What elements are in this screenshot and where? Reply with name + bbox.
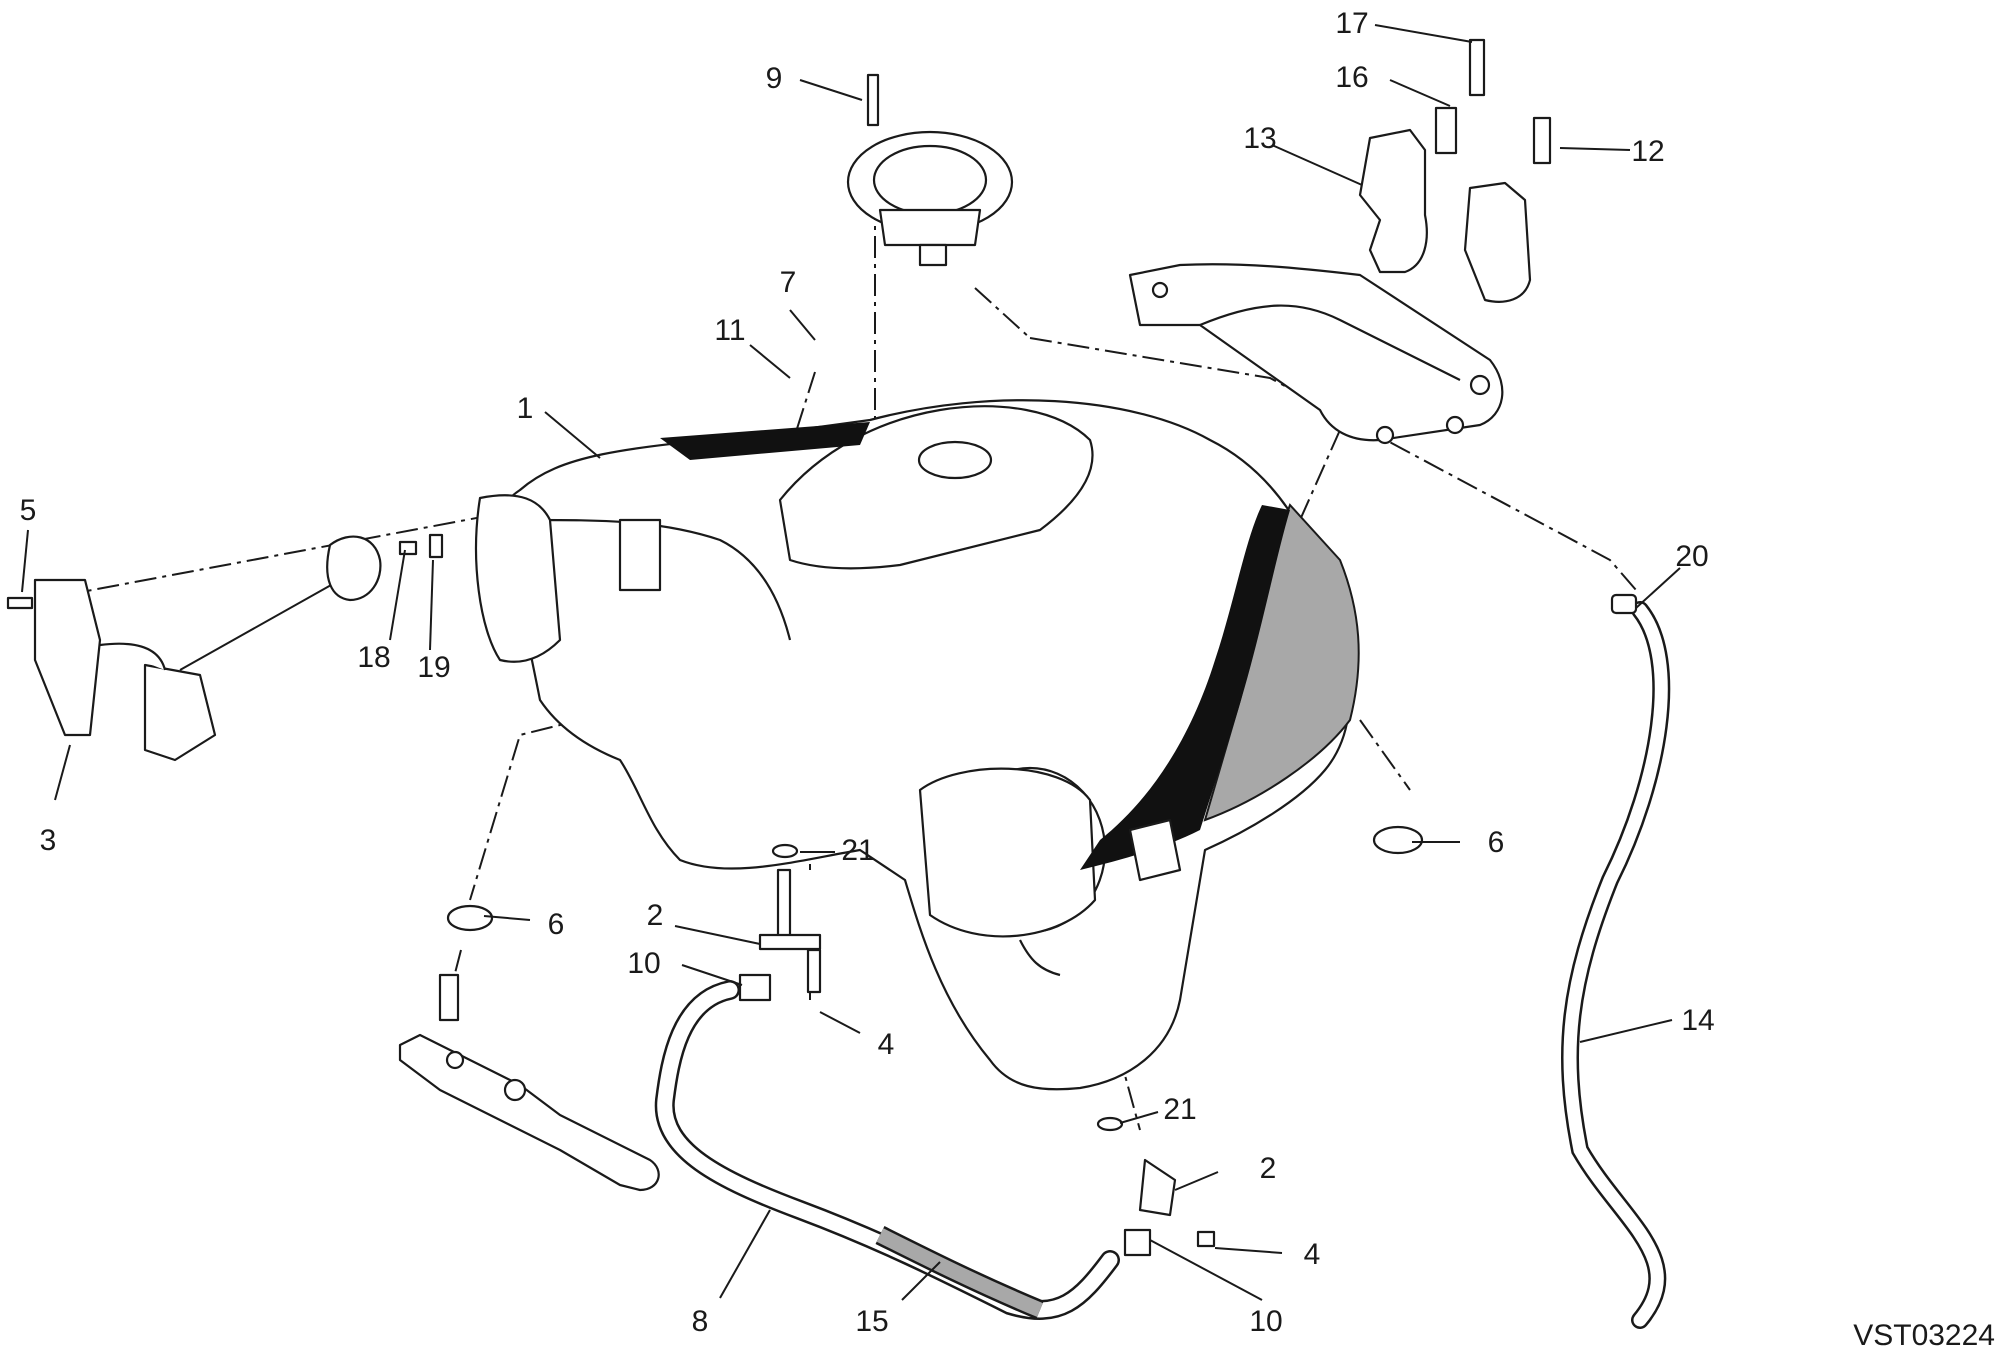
callout-13: 13: [1243, 122, 1276, 155]
callout-18: 18: [357, 641, 390, 674]
callout-5: 5: [20, 494, 37, 527]
grommets: [446, 825, 1424, 932]
callout-4b: 4: [1304, 1238, 1321, 1271]
callout-20: 20: [1675, 540, 1708, 573]
seat-mounts: [1358, 38, 1552, 303]
callout-3: 3: [40, 824, 57, 857]
lower-bracket: [398, 973, 660, 1192]
callout-11: 11: [714, 314, 745, 347]
callout-8: 8: [692, 1305, 709, 1338]
callout-19: 19: [417, 651, 450, 684]
callout-6b: 6: [548, 908, 565, 941]
callout-6a: 6: [1488, 826, 1505, 859]
callout-17: 17: [1335, 7, 1368, 40]
top-bracket: [1128, 263, 1504, 445]
callout-10b: 10: [1249, 1305, 1282, 1338]
callout-21b: 21: [1163, 1093, 1196, 1126]
callout-16: 16: [1335, 61, 1368, 94]
drawing-code: VST03224: [1853, 1319, 1995, 1352]
callout-15: 15: [855, 1305, 888, 1338]
fuel-pump: [6, 533, 444, 762]
callout-21a: 21: [841, 834, 874, 867]
callout-1: 1: [517, 392, 534, 425]
callout-7: 7: [780, 266, 797, 299]
vent-hose: [1561, 593, 1671, 1329]
callout-12: 12: [1631, 135, 1664, 168]
callout-2b: 2: [1260, 1152, 1277, 1185]
callout-4a: 4: [878, 1028, 895, 1061]
callout-10a: 10: [627, 947, 660, 980]
callout-labels: 1 2 2 3 4 4 5 6 6 7 8 9 10 10 11 12 13 1…: [20, 7, 1715, 1338]
leader-lines: [21, 24, 1681, 1301]
filler-cap: [846, 73, 1014, 267]
callout-14: 14: [1681, 1004, 1714, 1037]
callout-2a: 2: [647, 899, 664, 932]
fuel-hose: [654, 980, 1120, 1320]
callout-9: 9: [766, 62, 783, 95]
fuel-fittings: [738, 843, 1216, 1257]
fuel-tank: [474, 399, 1360, 1091]
